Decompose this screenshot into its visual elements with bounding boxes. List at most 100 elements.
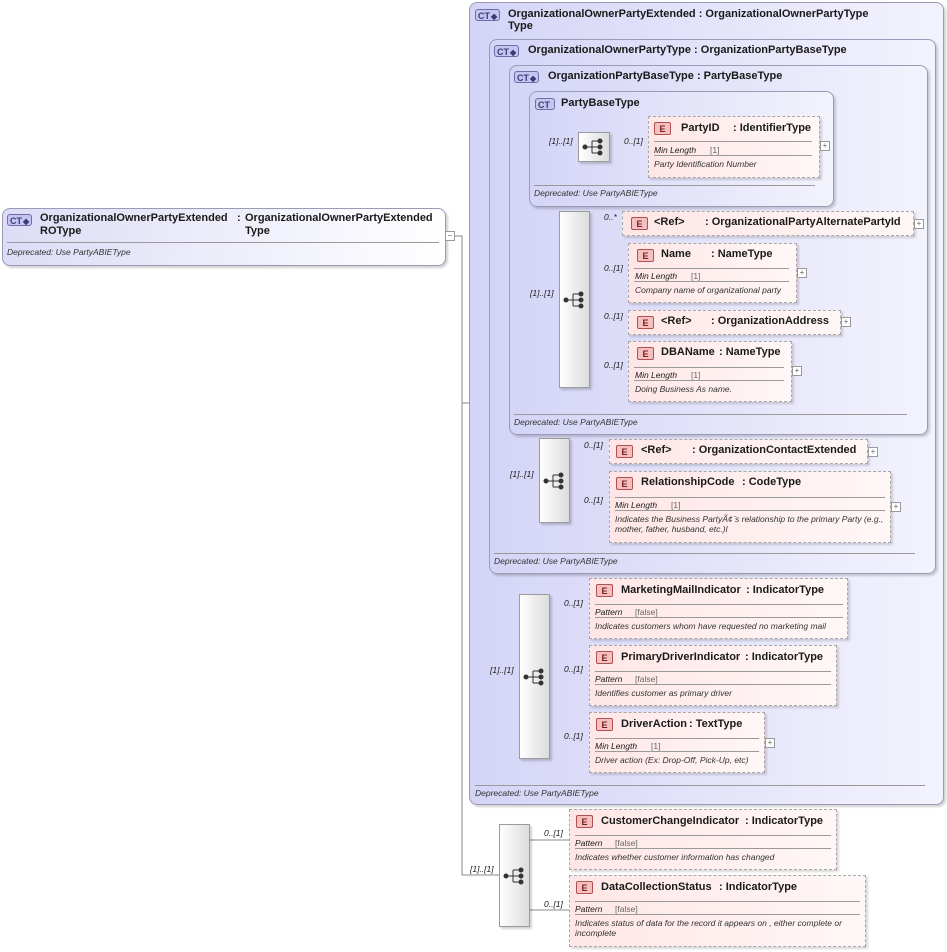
- expand-toggle-icon[interactable]: +: [891, 502, 901, 512]
- separator: [634, 281, 789, 282]
- element-description: Identifies customer as primary driver: [595, 688, 732, 698]
- element-badge-icon: E: [596, 651, 613, 664]
- facet-name: Pattern: [575, 904, 603, 914]
- element-type: : OrganizationalPartyAlternatePartyId: [705, 216, 901, 228]
- element-cardinality: 0..[1]: [544, 899, 563, 909]
- separator: [595, 751, 759, 752]
- element-driver-action[interactable]: E DriverAction : TextType Min Length [1]…: [589, 712, 765, 773]
- expand-toggle-icon[interactable]: +: [797, 268, 807, 278]
- facet-value: [false]: [635, 674, 658, 684]
- facet-value: [1]: [651, 741, 661, 751]
- root-colon: :: [237, 212, 241, 224]
- element-name: DriverAction: [621, 718, 688, 730]
- separator: [595, 738, 759, 739]
- element-type: : NameType: [711, 248, 773, 260]
- sequence-compositor[interactable]: [559, 211, 590, 388]
- separator: [7, 242, 439, 243]
- sequence-cardinality: [1]..[1]: [530, 288, 554, 298]
- element-marketing-mail-indicator[interactable]: E MarketingMailIndicator : IndicatorType…: [589, 578, 848, 639]
- element-badge-icon: E: [631, 217, 648, 230]
- element-name: DataCollectionStatus: [601, 881, 712, 893]
- element-cardinality: 0..[1]: [564, 664, 583, 674]
- separator: [595, 604, 843, 605]
- element-organizational-party-alternate-party-id[interactable]: E <Ref> : OrganizationalPartyAlternatePa…: [622, 211, 914, 236]
- element-name: RelationshipCode: [641, 476, 735, 488]
- sequence-compositor[interactable]: [499, 824, 530, 927]
- element-type: : IndicatorType: [746, 584, 825, 596]
- element-description: Company name of organizational party: [635, 285, 781, 295]
- element-description: Indicates the Business PartyÃ¢ ̈s relati…: [615, 514, 884, 534]
- element-name: DBAName: [661, 346, 715, 358]
- expand-toggle-icon[interactable]: +: [868, 447, 878, 457]
- expand-toggle-icon[interactable]: +: [914, 219, 924, 229]
- element-name: PartyID: [681, 122, 720, 134]
- root-complex-type[interactable]: CT OrganizationalOwnerPartyExtended ROTy…: [2, 208, 446, 266]
- complex-type-badge-icon: CT: [7, 214, 33, 226]
- element-primary-driver-indicator[interactable]: E PrimaryDriverIndicator : IndicatorType…: [589, 645, 837, 706]
- element-name: CustomerChangeIndicator: [601, 815, 740, 827]
- element-description: Indicates customers whom have requested …: [595, 621, 827, 631]
- element-cardinality: 0..[1]: [544, 828, 563, 838]
- expand-toggle-icon[interactable]: +: [820, 141, 830, 151]
- expand-toggle-icon[interactable]: +: [841, 317, 851, 327]
- separator: [654, 141, 812, 142]
- facet-name: Pattern: [595, 607, 623, 617]
- element-name: <Ref>: [661, 315, 692, 327]
- ct1-title: OrganizationalOwnerPartyExtended : Organ…: [508, 8, 869, 20]
- element-name-field[interactable]: E Name : NameType Min Length [1] Company…: [628, 243, 797, 303]
- facet-name: Min Length: [595, 741, 638, 751]
- element-type: : CodeType: [742, 476, 802, 488]
- element-cardinality: 0..[1]: [584, 440, 603, 450]
- sequence-icon: [523, 668, 544, 686]
- complex-type-badge-icon: CT: [535, 98, 555, 110]
- element-type: : OrganizationContactExtended: [692, 444, 857, 456]
- expand-toggle-icon[interactable]: +: [765, 738, 775, 748]
- expand-toggle-icon[interactable]: +: [792, 366, 802, 376]
- sequence-cardinality: [1]..[1]: [510, 469, 534, 479]
- element-relationship-code[interactable]: E RelationshipCode : CodeType Min Length…: [609, 471, 891, 543]
- element-name: PrimaryDriverIndicator: [621, 651, 741, 663]
- element-dba-name[interactable]: E DBAName : NameType Min Length [1] Doin…: [628, 341, 792, 402]
- separator: [595, 684, 831, 685]
- collapse-toggle-icon[interactable]: −: [445, 231, 455, 241]
- separator: [634, 380, 784, 381]
- facet-name: Pattern: [575, 838, 603, 848]
- element-name: <Ref>: [641, 444, 672, 456]
- element-customer-change-indicator[interactable]: E CustomerChangeIndicator : IndicatorTyp…: [569, 809, 837, 870]
- separator: [575, 914, 860, 915]
- element-badge-icon: E: [654, 122, 671, 135]
- separator: [634, 268, 789, 269]
- facet-value: [1]: [671, 500, 681, 510]
- ct3-deprecated: Deprecated: Use PartyABIEType: [514, 417, 638, 427]
- facet-name: Min Length: [635, 271, 678, 281]
- separator: [575, 901, 860, 902]
- separator: [595, 617, 843, 618]
- facet-value: [false]: [615, 904, 638, 914]
- root-deprecated: Deprecated: Use PartyABIEType: [7, 247, 131, 257]
- element-party-id[interactable]: E PartyID : IdentifierType Min Length [1…: [648, 116, 820, 178]
- separator: [634, 367, 784, 368]
- element-badge-icon: E: [637, 249, 654, 262]
- sequence-icon: [582, 138, 603, 156]
- element-description: Doing Business As name.: [635, 384, 733, 394]
- facet-value: [false]: [635, 607, 658, 617]
- element-cardinality: 0..[1]: [604, 360, 623, 370]
- element-data-collection-status[interactable]: E DataCollectionStatus : IndicatorType P…: [569, 875, 866, 947]
- element-organization-address[interactable]: E <Ref> : OrganizationAddress: [628, 310, 841, 335]
- element-description: Indicates status of data for the record …: [575, 918, 842, 938]
- element-cardinality: 0..[1]: [624, 136, 643, 146]
- element-organization-contact-extended[interactable]: E <Ref> : OrganizationContactExtended: [609, 439, 868, 464]
- sequence-compositor[interactable]: [539, 438, 570, 523]
- complex-type-badge-icon: CT: [494, 45, 520, 57]
- element-type: : IndicatorType: [719, 881, 798, 893]
- element-name: MarketingMailIndicator: [621, 584, 741, 596]
- element-badge-icon: E: [576, 815, 593, 828]
- sequence-cardinality: [1]..[1]: [490, 665, 514, 675]
- element-description: Driver action (Ex: Drop-Off, Pick-Up, et…: [595, 755, 749, 765]
- sequence-compositor[interactable]: [578, 132, 610, 162]
- sequence-compositor[interactable]: [519, 594, 550, 759]
- separator: [654, 155, 812, 156]
- facet-name: Min Length: [654, 145, 697, 155]
- element-type: : TextType: [689, 718, 743, 730]
- element-description: Indicates whether customer information h…: [575, 852, 775, 862]
